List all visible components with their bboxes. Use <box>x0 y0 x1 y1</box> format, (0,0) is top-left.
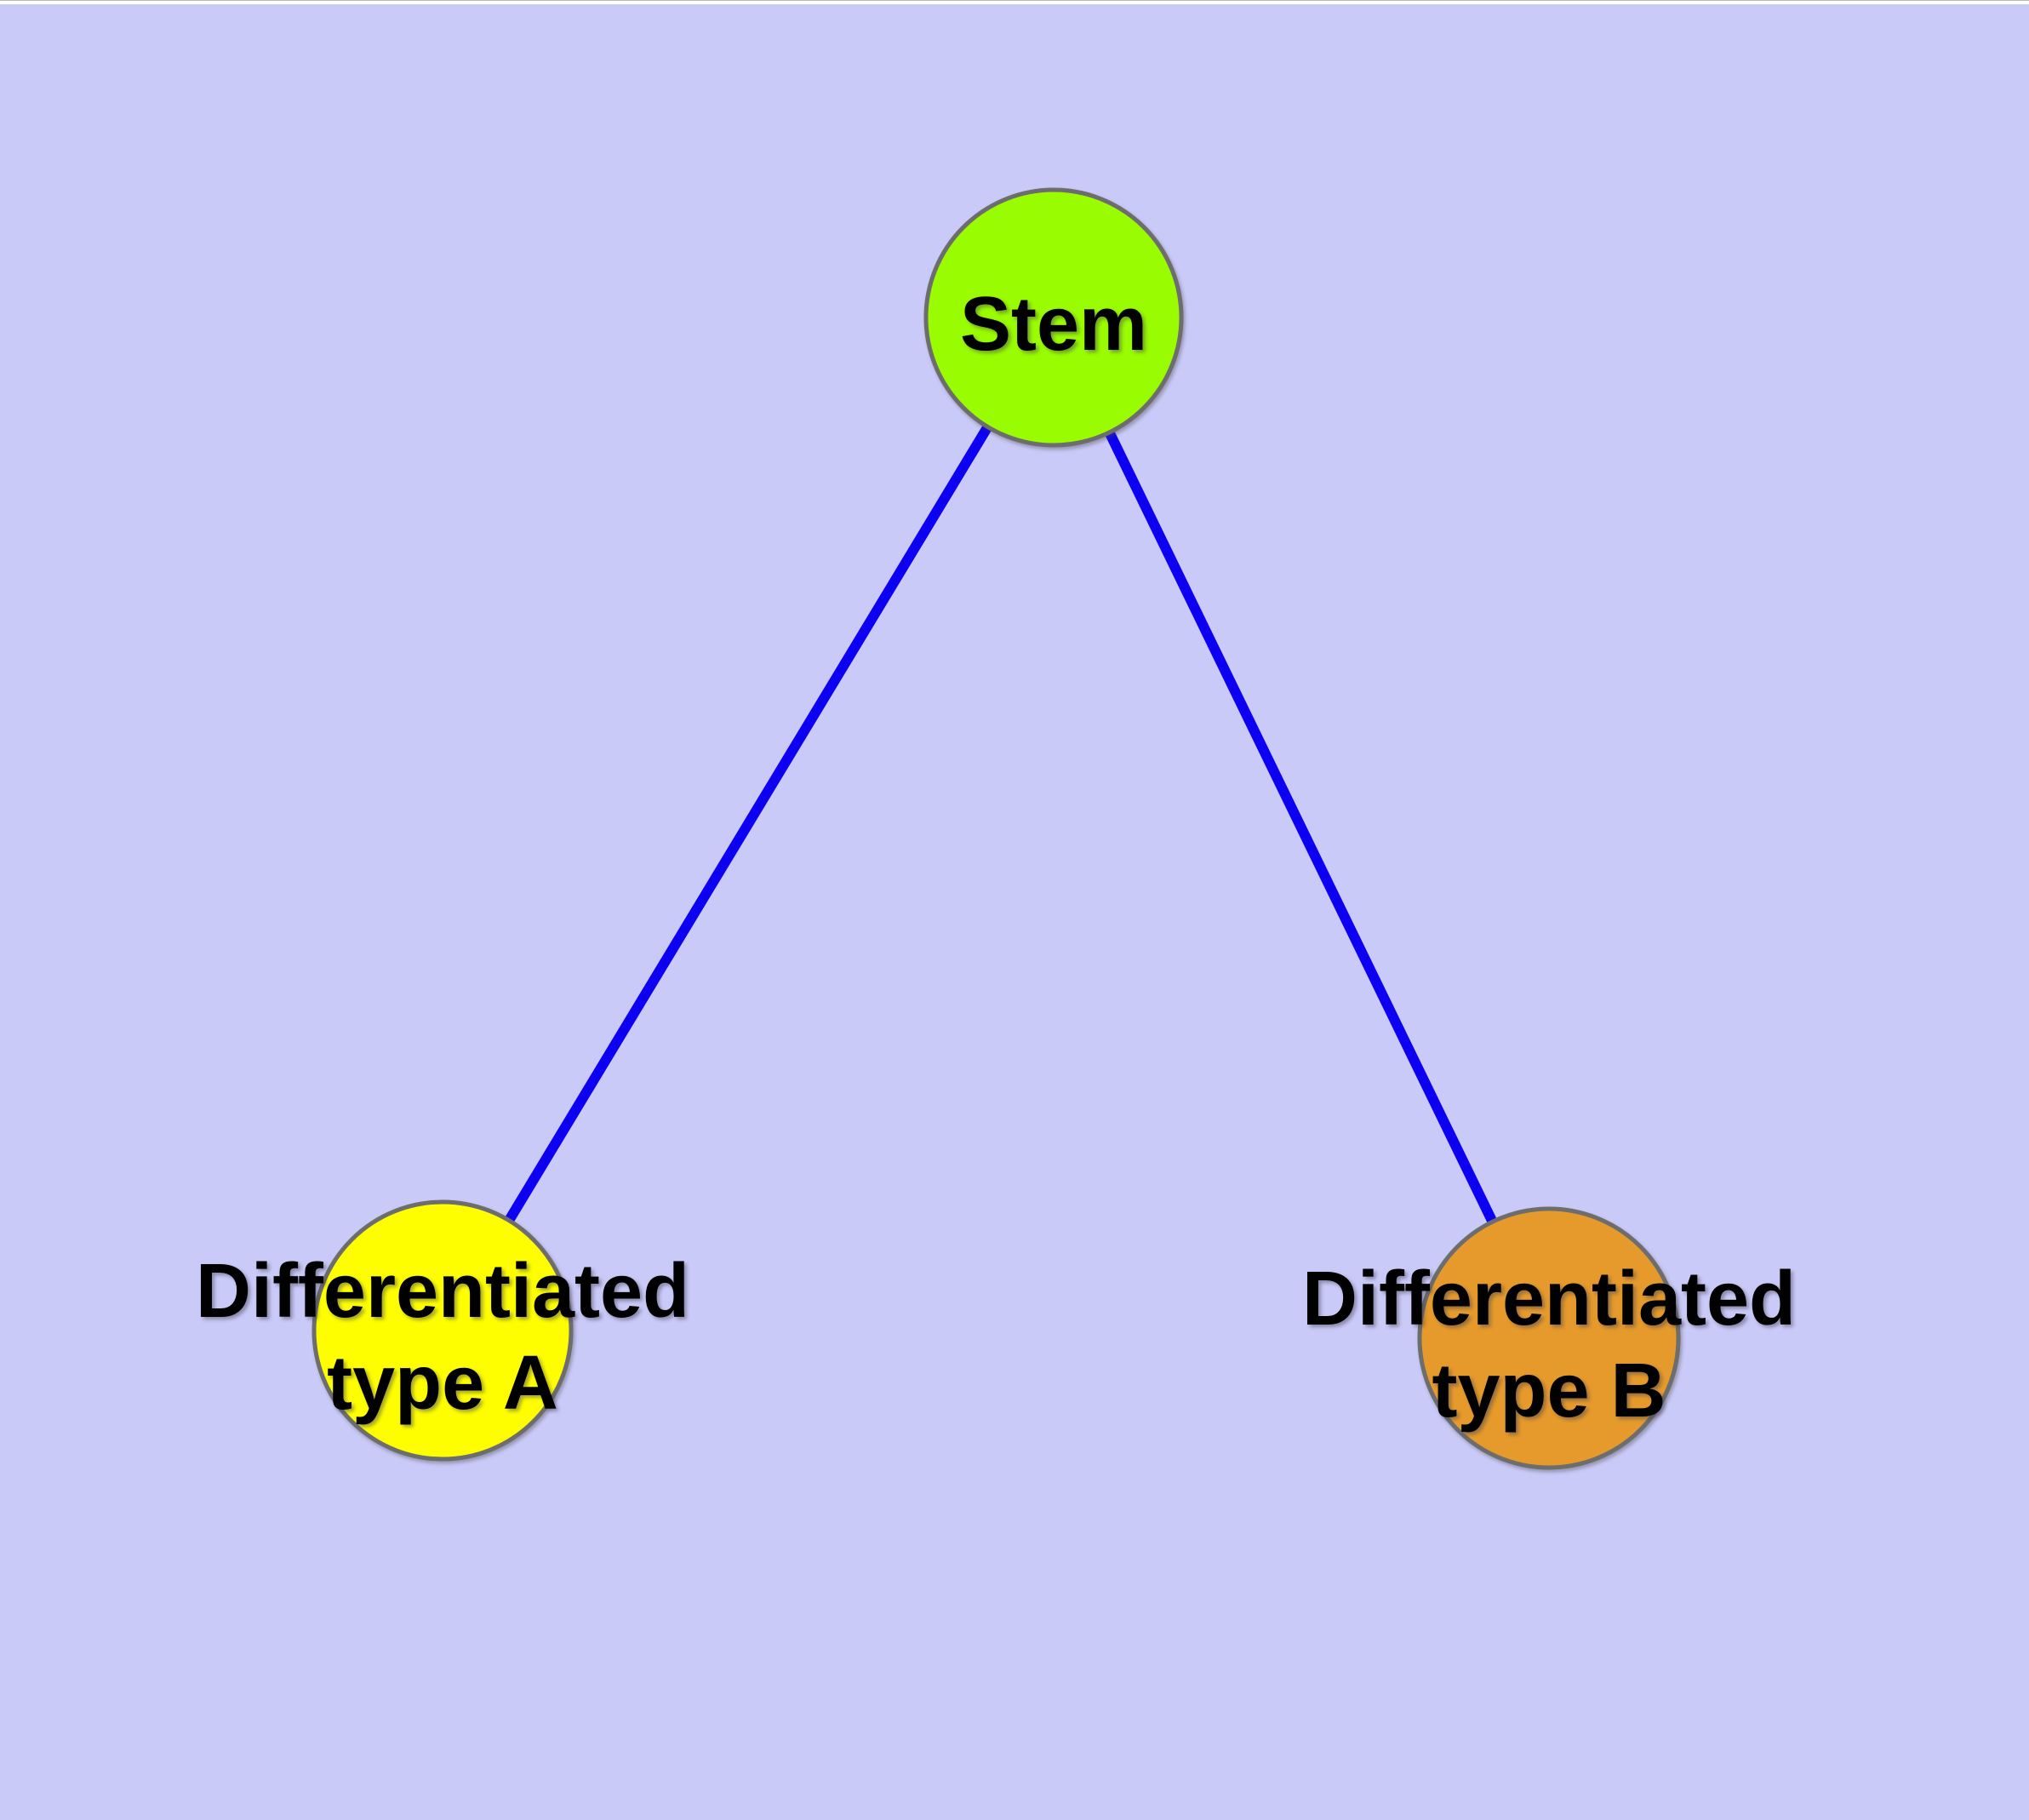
node-stem-label-line-1: Stem <box>960 282 1147 367</box>
window-top-strip <box>0 0 2029 4</box>
node-diff-b-circle <box>1417 1206 1681 1470</box>
node-diff-a-circle <box>311 1199 574 1462</box>
node-stem-circle <box>923 187 1184 448</box>
node-diff-b-label-line-2: type B <box>1432 1348 1666 1434</box>
node-stem-label: Stem <box>960 282 1147 367</box>
edge-stem-diff-a <box>437 314 1059 1334</box>
edge-stem-diff-b <box>1049 315 1554 1341</box>
node-diff-a-label-line-1: Differentiated <box>196 1249 689 1334</box>
node-diff-b-label-line-1: Differentiated <box>1302 1256 1796 1342</box>
node-diff-a-label-line-2: type A <box>327 1341 558 1426</box>
